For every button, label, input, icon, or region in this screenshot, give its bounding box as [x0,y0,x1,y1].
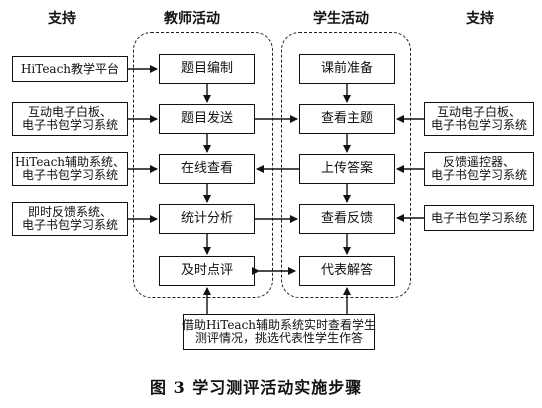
teacher-lane [133,32,273,298]
right-support-1-line-1: 互动电子白板、 [436,105,521,119]
right-support-2: 反馈遥控器、 电子书包学习系统 [424,152,534,186]
left-support-2-line-1: 互动电子白板、 [27,105,112,119]
left-support-4-line-1: 即时反馈系统、 [27,205,112,219]
left-support-3: HiTeach辅助系统、 电子书包学习系统 [12,152,128,186]
right-support-header: 支持 [466,11,494,27]
student-lane [281,32,411,298]
left-support-2: 互动电子白板、 电子书包学习系统 [12,102,128,136]
left-support-1-line-1: HiTeach教学平台 [20,61,120,76]
bottom-note-line-1: 借助HiTeach辅助系统实时查看学生 [181,318,377,332]
teacher-step-5: 及时点评 [159,256,255,286]
left-support-3-line-2: 电子书包学习系统 [21,168,118,182]
right-support-2-line-1: 反馈遥控器、 [442,155,515,169]
right-support-1: 互动电子白板、 电子书包学习系统 [424,102,534,136]
left-support-3-line-1: HiTeach辅助系统、 [14,155,126,169]
student-step-2: 查看主题 [299,104,395,134]
teacher-step-3: 在线查看 [159,154,255,184]
figure-caption: 图 3 学习测评活动实施步骤 [150,378,363,397]
left-support-header: 支持 [48,11,76,27]
teacher-step-2: 题目发送 [159,104,255,134]
right-support-1-line-2: 电子书包学习系统 [430,118,527,132]
teacher-step-1: 题目编制 [159,54,255,84]
right-support-3: 电子书包学习系统 [424,205,534,231]
left-support-1: HiTeach教学平台 [12,56,128,82]
left-support-4: 即时反馈系统、 电子书包学习系统 [12,202,128,236]
left-support-4-line-2: 电子书包学习系统 [21,218,118,232]
bottom-note-line-2: 测评情况，挑选代表性学生作答 [194,331,363,345]
bottom-note: 借助HiTeach辅助系统实时查看学生 测评情况，挑选代表性学生作答 [181,314,377,350]
right-support-2-line-2: 电子书包学习系统 [430,168,527,182]
left-support-2-line-2: 电子书包学习系统 [21,118,118,132]
teacher-step-4: 统计分析 [159,204,255,234]
student-step-3: 上传答案 [299,154,395,184]
student-step-4: 查看反馈 [299,204,395,234]
student-activity-header: 学生活动 [313,11,369,27]
student-step-1: 课前准备 [299,54,395,84]
student-step-5: 代表解答 [299,256,395,286]
right-support-3-line-1: 电子书包学习系统 [430,210,527,225]
teacher-activity-header: 教师活动 [164,11,220,27]
